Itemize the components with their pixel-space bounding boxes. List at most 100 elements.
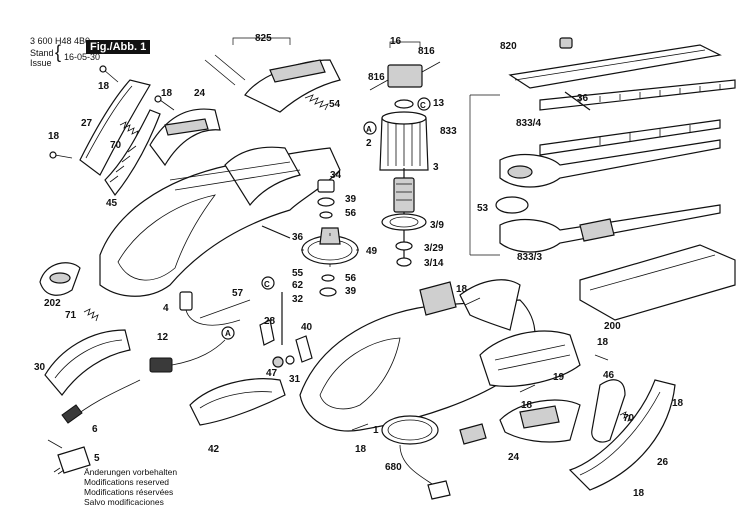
callout: 4 <box>163 303 169 314</box>
washer-56-a <box>319 211 333 219</box>
spring-70-top <box>119 121 139 138</box>
ring-3-29 <box>395 241 413 251</box>
callout: 3 <box>433 162 439 173</box>
callout: 816 <box>368 72 385 83</box>
callout: 30 <box>34 362 46 373</box>
power-cord-680 <box>381 415 487 500</box>
callout: 57 <box>232 288 244 299</box>
callout: C <box>420 101 426 110</box>
cable-6 <box>61 379 141 424</box>
callout: 40 <box>301 322 313 333</box>
callout: 825 <box>255 33 272 44</box>
switch-block-12 <box>149 339 226 373</box>
nut-47 <box>272 356 284 368</box>
callout: 16 <box>390 36 402 47</box>
callout: 816 <box>418 46 435 57</box>
figure-badge: Fig./Abb. 1 <box>86 40 151 54</box>
bearing-3-14 <box>396 257 412 267</box>
callout: 18 <box>48 131 60 142</box>
screw-18-c <box>49 151 73 159</box>
callout: 833 <box>440 126 457 137</box>
blade-guard-820 <box>508 37 722 89</box>
spring-54 <box>304 94 329 111</box>
callout: 31 <box>289 374 301 385</box>
footer-line-en: Modifications reserved <box>84 477 170 487</box>
callout: 71 <box>65 310 77 321</box>
callout: 200 <box>604 321 621 332</box>
washer-39-a <box>317 197 335 207</box>
blade-cover-200 <box>579 244 736 321</box>
bearing-34 <box>317 179 335 193</box>
callout: 833/4 <box>516 118 541 129</box>
callout: 12 <box>157 332 169 343</box>
callout: 42 <box>208 444 220 455</box>
issue-label: Issue <box>30 58 52 68</box>
callout: 680 <box>385 462 402 473</box>
callout: 6 <box>92 424 98 435</box>
screw-18-b <box>154 95 175 111</box>
housing-right-half-1 <box>299 279 536 432</box>
callout: 70 <box>110 140 122 151</box>
gear-49 <box>301 227 359 267</box>
callout: 62 <box>292 280 304 291</box>
marker-c-1 <box>417 97 431 111</box>
callout: 39 <box>345 194 357 205</box>
bumper-46 <box>591 379 626 443</box>
grip-45 <box>104 109 161 197</box>
callout: 70 <box>623 413 635 424</box>
guard-24-lower <box>499 399 581 443</box>
callout: 18 <box>456 284 468 295</box>
footer-line-es: Salvo modificaciones <box>84 497 164 507</box>
hand-guard-30 <box>44 329 131 396</box>
handle-cover-27 <box>79 79 151 176</box>
wire-57 <box>199 299 251 319</box>
housing-left-half <box>99 146 341 297</box>
gear-housing-19 <box>479 330 581 387</box>
callout: 5 <box>94 453 100 464</box>
callout: 13 <box>433 98 445 109</box>
lever-40 <box>295 335 313 363</box>
callout: 26 <box>657 457 669 468</box>
callout: 36 <box>292 232 304 243</box>
footer-notice: Änderungen vorbehalten Modifications res… <box>84 467 177 507</box>
callout: 18 <box>98 81 110 92</box>
issue-date: 16-05-30 <box>64 52 101 62</box>
knob-202 <box>39 262 81 296</box>
cam-53 <box>495 196 529 214</box>
callout: 46 <box>603 370 615 381</box>
callout: 34 <box>330 170 342 181</box>
callout: 18 <box>672 398 684 409</box>
callout: 18 <box>355 444 367 455</box>
doc-number: 3 600 H48 4B0 <box>30 36 91 46</box>
callout: 3/29 <box>424 243 444 254</box>
blade-holder-833-4 <box>499 139 721 188</box>
callout: 27 <box>81 118 93 129</box>
callout: 18 <box>521 400 533 411</box>
blade-holder-833-3 <box>499 204 721 253</box>
callout: A <box>225 329 231 338</box>
callout: 18 <box>597 337 609 348</box>
bracket-833-lines <box>469 94 500 256</box>
callout: 3/14 <box>424 258 444 269</box>
marker-c-2 <box>261 276 275 290</box>
callout: 56 <box>345 208 357 219</box>
callout: 36 <box>577 93 589 104</box>
screw-18-e <box>464 297 481 306</box>
callout: 55 <box>292 268 304 279</box>
callout-labels: 825 16 816 816 820 18 18 18 24 54 27 70 … <box>34 33 684 499</box>
callout: 18 <box>633 488 645 499</box>
stator-2 <box>379 111 429 171</box>
base-plate-42 <box>189 378 286 426</box>
brace-glyph: { <box>55 42 62 62</box>
callout: 2 <box>366 138 372 149</box>
bracket-825 <box>204 37 341 113</box>
callout: 820 <box>500 41 517 52</box>
callout: C <box>264 280 270 289</box>
cover-26 <box>568 379 676 491</box>
washer-39-b <box>319 287 337 297</box>
screw-18-f <box>519 384 536 393</box>
handle-front-24 <box>149 108 221 167</box>
callout: A <box>366 125 372 134</box>
